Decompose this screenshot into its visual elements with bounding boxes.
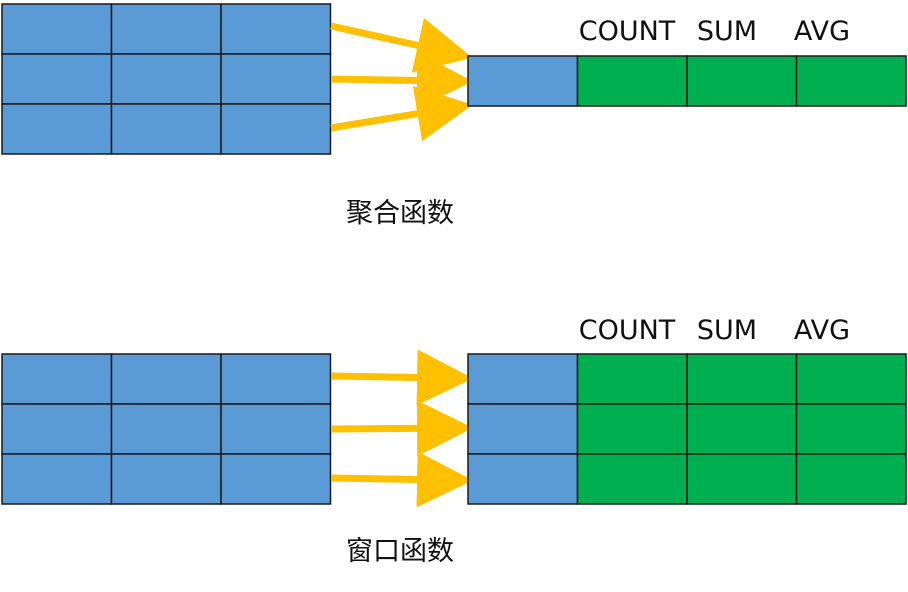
aggregate-value-cell (795, 55, 907, 107)
aggregate-value-cell (795, 353, 907, 405)
key-cell (467, 353, 579, 405)
input-cell (110, 453, 222, 505)
aggregate-value-cell (686, 403, 798, 455)
aggregate-header-count: COUNT (579, 16, 676, 47)
window-arrow (330, 451, 473, 508)
aggregate-caption: 聚合函数 (346, 198, 454, 229)
aggregate-value-cell (686, 55, 798, 107)
input-cell (220, 403, 332, 455)
aggregate-value-cell (576, 453, 688, 505)
window-header-count: COUNT (579, 315, 676, 346)
input-cell (1, 453, 113, 505)
key-cell (467, 453, 579, 505)
window-output-table (467, 353, 907, 505)
aggregate-header-sum: SUM (697, 16, 757, 47)
window-header-sum: SUM (697, 315, 757, 346)
aggregate-arrows (330, 18, 473, 142)
aggregate-arrow (330, 18, 473, 73)
aggregate-value-cell (686, 353, 798, 405)
window-section: COUNT SUM AVG 窗口函数 (1, 315, 907, 567)
aggregate-output-table (467, 55, 907, 107)
key-cell (467, 55, 579, 107)
input-cell (220, 453, 332, 505)
input-cell (220, 353, 332, 405)
input-cell (110, 3, 222, 55)
aggregate-value-cell (795, 403, 907, 455)
aggregate-arrow (330, 86, 473, 142)
aggregate-arrow (330, 52, 473, 109)
window-input-table (1, 353, 332, 505)
input-cell (110, 103, 222, 155)
aggregate-value-cell (795, 453, 907, 505)
window-caption: 窗口函数 (346, 536, 454, 567)
input-cell (110, 403, 222, 455)
input-cell (1, 103, 113, 155)
input-cell (220, 103, 332, 155)
input-cell (1, 53, 113, 105)
window-header-avg: AVG (794, 315, 850, 346)
input-cell (110, 53, 222, 105)
input-cell (1, 3, 113, 55)
aggregate-value-cell (576, 353, 688, 405)
input-cell (220, 3, 332, 55)
input-cell (1, 403, 113, 455)
window-arrow (330, 400, 473, 457)
aggregate-header-avg: AVG (794, 16, 850, 47)
aggregate-value-cell (686, 453, 798, 505)
window-arrow (330, 349, 473, 406)
aggregate-value-cell (576, 403, 688, 455)
aggregate-input-table (1, 3, 332, 155)
key-cell (467, 403, 579, 455)
aggregate-value-cell (576, 55, 688, 107)
window-arrows (330, 349, 473, 508)
input-cell (1, 353, 113, 405)
aggregate-section: COUNT SUM AVG 聚合函数 (1, 3, 907, 229)
input-cell (110, 353, 222, 405)
input-cell (220, 53, 332, 105)
